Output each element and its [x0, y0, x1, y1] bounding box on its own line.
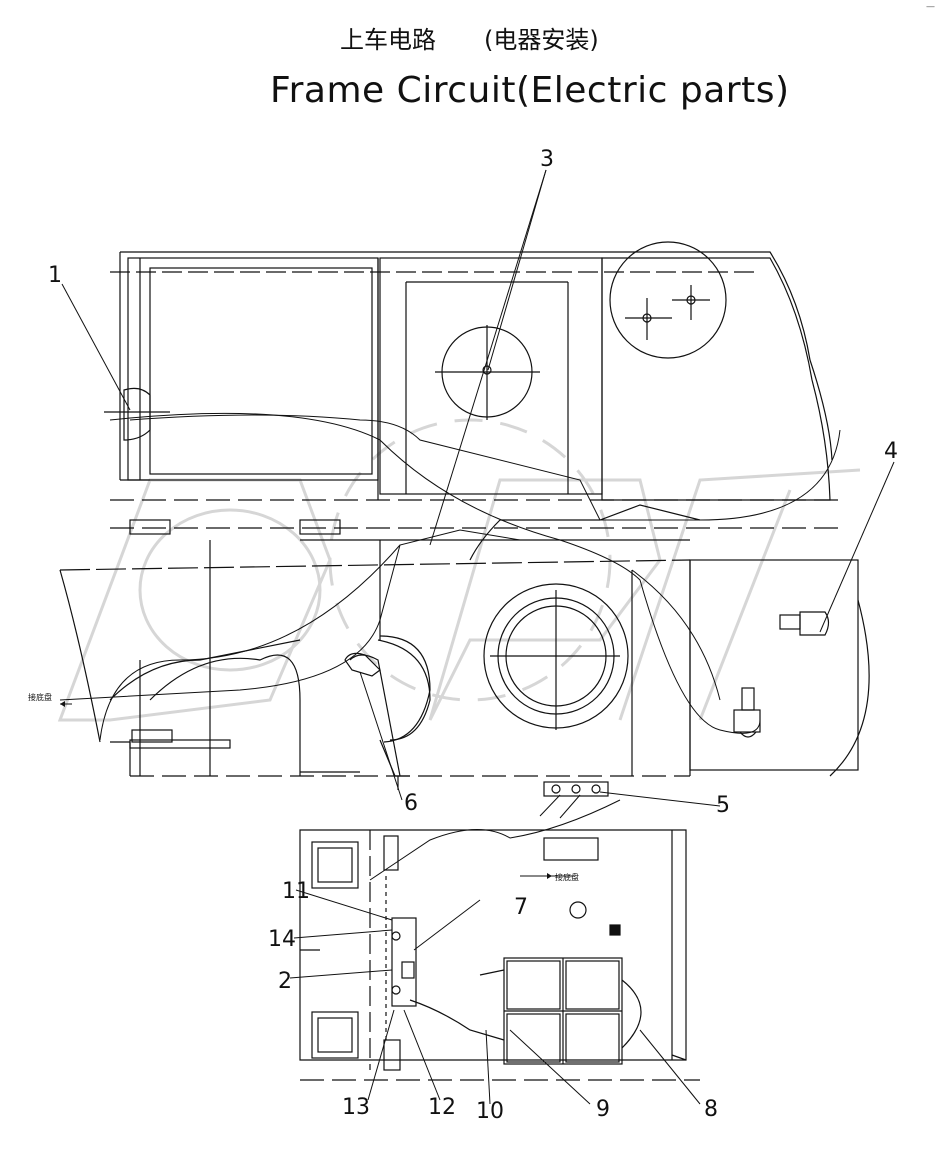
title-chinese-main: 上车电路	[340, 26, 436, 54]
wire-label-left: 接底盘	[28, 692, 52, 702]
component-5-terminal	[543, 781, 609, 797]
center-hub	[483, 583, 629, 730]
callout-7: 7	[514, 895, 528, 920]
callout-10: 10	[476, 1099, 504, 1124]
component-4-sensor	[779, 611, 830, 636]
left-arc	[379, 635, 431, 743]
callout-2: 2	[278, 969, 292, 994]
callout-4: 4	[884, 439, 898, 464]
control-strip	[383, 835, 417, 1071]
wire-arrow-right: 接底盘	[536, 872, 579, 882]
battery-block	[409, 957, 642, 1065]
corner-mark: —	[926, 2, 935, 12]
wire-arrow-left: 接底盘	[28, 692, 72, 707]
component-6-bracket	[344, 652, 381, 677]
callout-11: 11	[282, 879, 310, 904]
title-chinese: 上车电路 (电器安装)	[340, 20, 599, 55]
component-lamp-1	[104, 387, 170, 441]
wire-label-right: 接底盘	[555, 872, 579, 882]
leader-lines	[61, 169, 895, 1105]
middle-chassis	[59, 499, 870, 790]
title-english: Frame Circuit(Electric parts)	[270, 70, 790, 111]
callout-5: 5	[716, 793, 730, 818]
upper-frame	[110, 251, 833, 501]
callout-8: 8	[704, 1097, 718, 1122]
component-lower-sensor	[733, 687, 761, 738]
callout-14: 14	[268, 927, 296, 952]
title-chinese-sub: (电器安装)	[484, 26, 599, 54]
callout-numbers: 1 2 3 4 5 6 7 8 9 10 11 12 13 14	[48, 147, 898, 1124]
callout-6: 6	[404, 791, 418, 816]
watermark-logo	[57, 418, 861, 722]
callout-3: 3	[540, 147, 554, 172]
callout-1: 1	[48, 263, 62, 288]
lower-panel	[299, 829, 700, 1081]
callout-13: 13	[342, 1095, 370, 1120]
callout-12: 12	[428, 1095, 456, 1120]
upper-circles	[435, 241, 727, 420]
callout-9: 9	[596, 1097, 610, 1122]
